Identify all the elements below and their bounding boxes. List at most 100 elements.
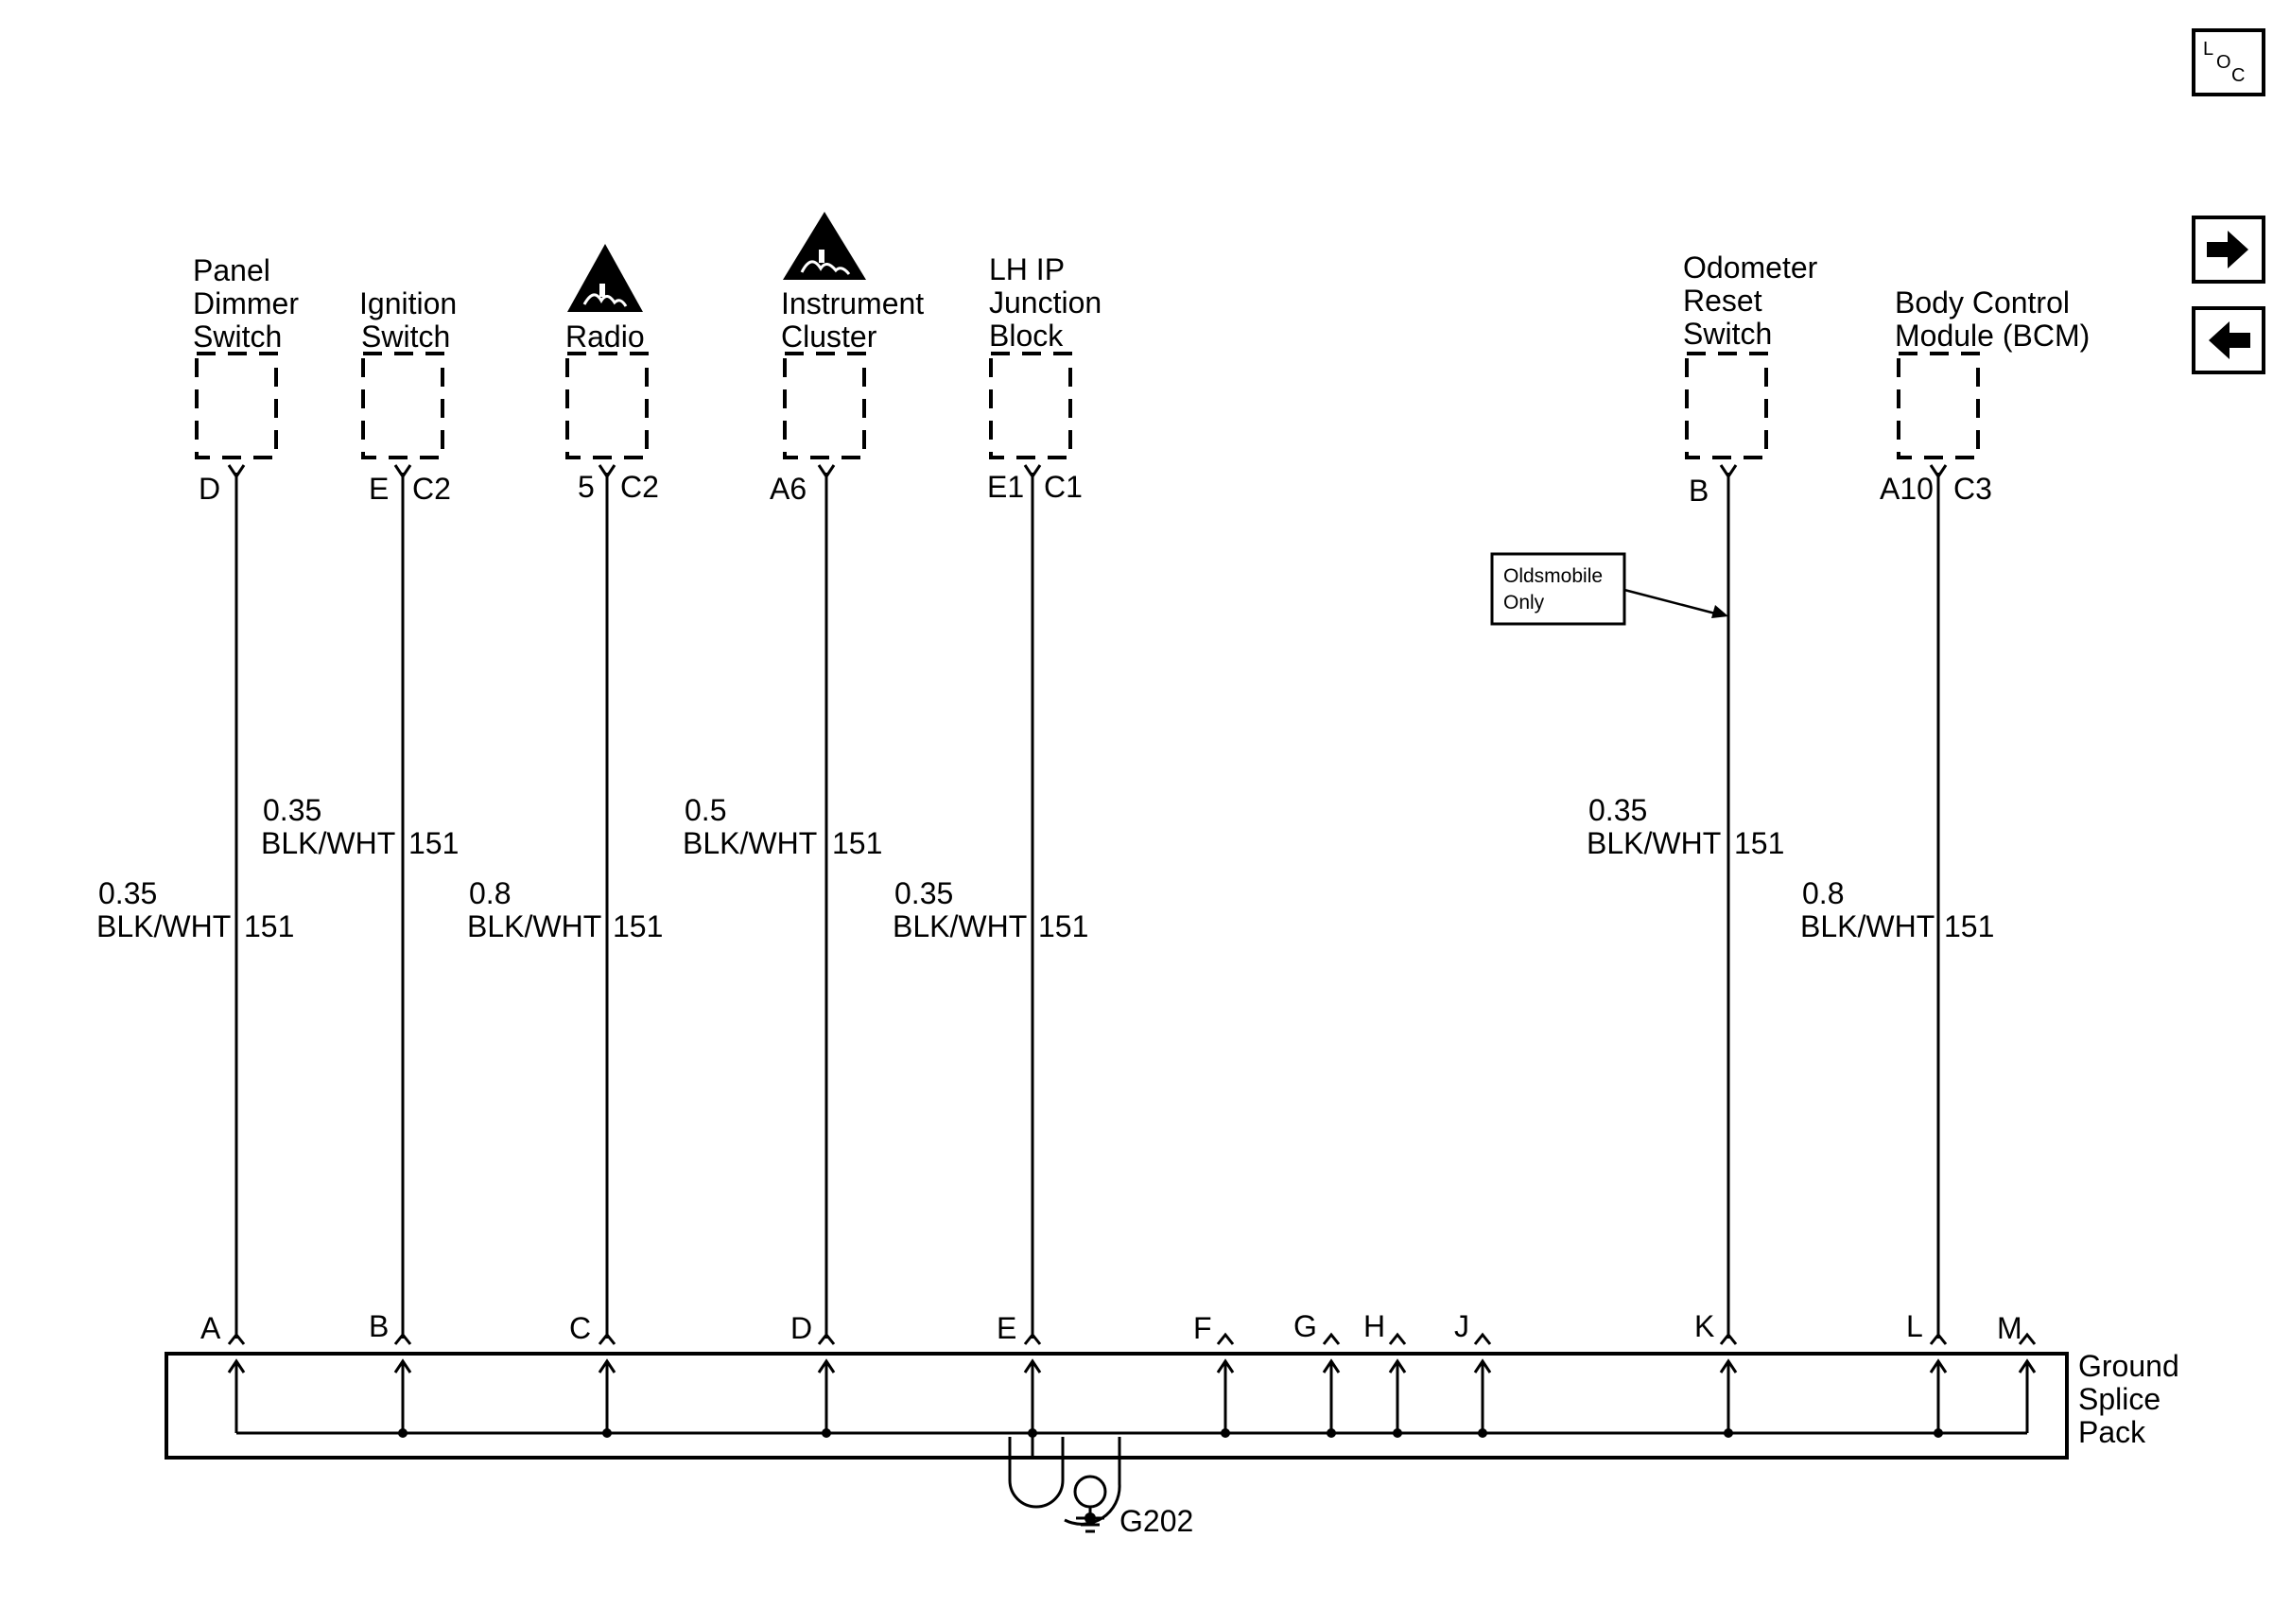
wire-size: 0.8 bbox=[1802, 876, 1844, 910]
component-box bbox=[195, 352, 278, 459]
splice-pack-label-line: Pack bbox=[2078, 1415, 2146, 1449]
component-box bbox=[989, 352, 1072, 459]
ground-splice-pack: Ground Splice Pack bbox=[165, 1349, 2179, 1460]
component-label-line: Odometer bbox=[1683, 251, 1818, 285]
circuit-number: 151 bbox=[1944, 909, 1994, 943]
component-label-line: LH IP bbox=[989, 252, 1065, 286]
ground-g202: G202 bbox=[1008, 1433, 1193, 1538]
splice-pin-label: E bbox=[997, 1311, 1016, 1345]
component-label-line: Reset bbox=[1683, 284, 1762, 318]
pin-label: 5 bbox=[578, 470, 595, 504]
component-box bbox=[783, 352, 866, 459]
component-label-line: Body Control bbox=[1895, 285, 2070, 320]
pin-label: E1 bbox=[987, 470, 1024, 504]
note-leader-line bbox=[1623, 588, 1720, 616]
svg-text:L: L bbox=[2203, 39, 2213, 60]
component-box bbox=[1685, 352, 1768, 459]
component-label-line: Panel bbox=[193, 253, 270, 287]
splice-pin-label: B bbox=[369, 1309, 389, 1343]
component-label-line: Module (BCM) bbox=[1895, 319, 2090, 353]
component-box bbox=[565, 352, 649, 459]
wire-color: BLK/WHT bbox=[261, 826, 395, 860]
previous-page-button[interactable] bbox=[2192, 306, 2265, 374]
component-box bbox=[1897, 352, 1980, 459]
component-ignition-switch: Ignition Switch E C2 bbox=[359, 286, 457, 506]
connector-label: C2 bbox=[620, 470, 659, 504]
splice-pin-label: A bbox=[200, 1311, 221, 1345]
wire-color: BLK/WHT bbox=[1587, 826, 1721, 860]
wire-size: 0.35 bbox=[894, 876, 953, 910]
component-label-line: Cluster bbox=[781, 320, 877, 354]
splice-pin-label: G bbox=[1293, 1309, 1317, 1343]
wire-color: BLK/WHT bbox=[893, 909, 1027, 943]
note-oldsmobile-only: Oldsmobile Only bbox=[1490, 552, 1728, 626]
wire-labels: 0.35 BLK/WHT 151 0.35 BLK/WHT 151 0.8 BL… bbox=[96, 793, 1994, 943]
circuit-number: 151 bbox=[832, 826, 882, 860]
circuit-number: 151 bbox=[408, 826, 459, 860]
wire-color: BLK/WHT bbox=[1800, 909, 1935, 943]
wires bbox=[234, 473, 1940, 1339]
component-panel-dimmer-switch: Panel Dimmer Switch D bbox=[193, 253, 299, 506]
splice-pin-label: K bbox=[1694, 1309, 1714, 1343]
wire-color: BLK/WHT bbox=[467, 909, 601, 943]
wire-color: BLK/WHT bbox=[683, 826, 817, 860]
component-box bbox=[361, 352, 444, 459]
component-label-line: Switch bbox=[193, 320, 282, 354]
component-lh-ip-junction-block: LH IP Junction Block E1 C1 bbox=[987, 252, 1102, 504]
component-label-line: Switch bbox=[361, 320, 450, 354]
splice-pin-label: D bbox=[790, 1311, 812, 1345]
ground-icon bbox=[1073, 1475, 1107, 1533]
arrow-right-icon bbox=[2207, 231, 2248, 268]
component-label-line: Switch bbox=[1683, 317, 1772, 351]
component-label-line: Block bbox=[989, 319, 1064, 353]
next-page-button[interactable] bbox=[2192, 216, 2265, 284]
circuit-number: 151 bbox=[1734, 826, 1784, 860]
pin-label: A6 bbox=[770, 472, 807, 506]
wire-color: BLK/WHT bbox=[96, 909, 231, 943]
svg-text:Oldsmobile: Oldsmobile bbox=[1503, 565, 1603, 587]
svg-text:Only: Only bbox=[1503, 592, 1545, 613]
splice-pin-label: L bbox=[1906, 1309, 1923, 1343]
pin-label: D bbox=[199, 472, 220, 506]
wire-size: 0.35 bbox=[98, 876, 157, 910]
esd-warning-icon bbox=[783, 212, 866, 280]
component-instrument-cluster: Instrument Cluster A6 bbox=[770, 212, 924, 506]
arrow-left-icon bbox=[2209, 321, 2250, 359]
component-label-line: Instrument bbox=[781, 286, 924, 320]
connector-label: C1 bbox=[1044, 470, 1083, 504]
splice-internal-leads bbox=[227, 1358, 2037, 1433]
wire-size: 0.35 bbox=[1588, 793, 1647, 827]
splice-pin-label: J bbox=[1454, 1309, 1469, 1343]
wire-size: 0.35 bbox=[263, 793, 321, 827]
component-body-control-module: Body Control Module (BCM) A10 C3 bbox=[1880, 285, 2090, 506]
esd-warning-icon bbox=[567, 244, 643, 312]
splice-pin-label: F bbox=[1193, 1311, 1212, 1345]
pin-label: E bbox=[369, 472, 389, 506]
svg-text:C: C bbox=[2231, 65, 2245, 86]
component-label-line: Ignition bbox=[359, 286, 457, 320]
loc-icon: L O C bbox=[2203, 39, 2245, 86]
wire-size: 0.8 bbox=[469, 876, 511, 910]
component-odometer-reset-switch: Odometer Reset Switch B bbox=[1683, 251, 1818, 508]
connector-label: C3 bbox=[1953, 472, 1992, 506]
arrowhead bbox=[1711, 605, 1728, 618]
circuit-number: 151 bbox=[244, 909, 294, 943]
ground-label: G202 bbox=[1119, 1504, 1193, 1538]
splice-pin-labels: A B C D E F G H J K L M bbox=[200, 1309, 2022, 1345]
circuit-number: 151 bbox=[613, 909, 663, 943]
splice-pin-label: H bbox=[1363, 1309, 1385, 1343]
connector-label: C2 bbox=[412, 472, 451, 506]
component-label-line: Radio bbox=[565, 320, 645, 354]
splice-pin-label: C bbox=[569, 1311, 591, 1345]
loc-button[interactable]: L O C bbox=[2192, 28, 2265, 96]
circuit-number: 151 bbox=[1038, 909, 1088, 943]
svg-text:O: O bbox=[2216, 52, 2231, 73]
splice-pin-label: M bbox=[1997, 1311, 2022, 1345]
splice-pack-label-line: Ground bbox=[2078, 1349, 2179, 1383]
splice-pack-label-line: Splice bbox=[2078, 1382, 2160, 1416]
pin-label: B bbox=[1689, 474, 1709, 508]
component-radio: Radio 5 C2 bbox=[565, 244, 659, 504]
component-label-line: Junction bbox=[989, 285, 1102, 320]
pin-label: A10 bbox=[1880, 472, 1934, 506]
